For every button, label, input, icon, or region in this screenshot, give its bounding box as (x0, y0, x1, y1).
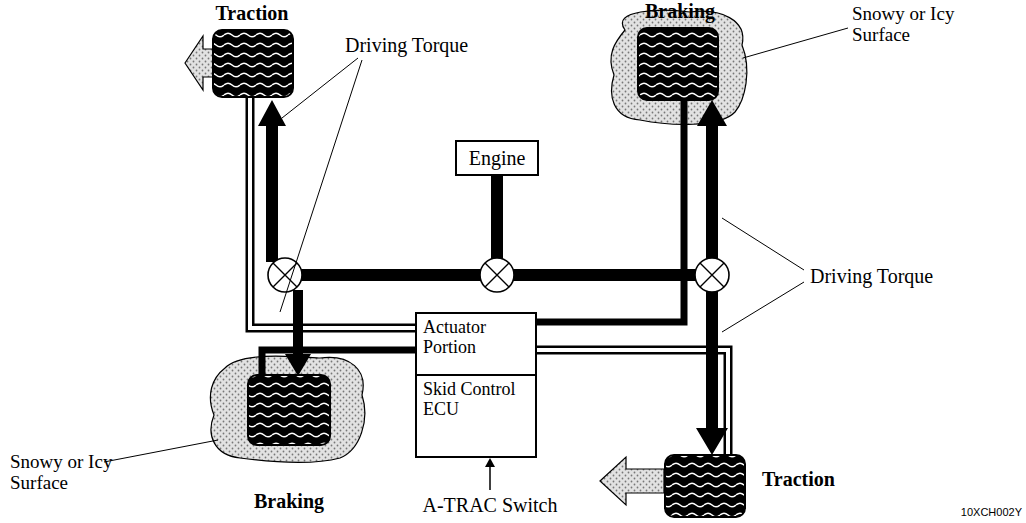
wheel-state: Traction (192, 2, 312, 24)
traction-arrow (185, 36, 213, 90)
icy-surface (611, 10, 747, 124)
ecu-label: Skid Control ECU (417, 374, 535, 456)
leader-line (104, 440, 218, 462)
differential (268, 258, 302, 292)
switch-arrow (489, 466, 491, 490)
ecu-box: Actuator PortionSkid Control ECU (415, 312, 537, 458)
traction-arrow (600, 457, 664, 505)
actuator-label: Actuator Portion (417, 314, 535, 374)
differential (695, 258, 729, 292)
torque-arrow (285, 290, 311, 376)
icy-surface (210, 356, 364, 463)
tire (665, 455, 745, 517)
brake-line (250, 97, 416, 328)
surface-label: Snowy or Icy Surface (852, 4, 972, 46)
switch-arrowhead (485, 458, 495, 467)
leader-line (280, 58, 362, 312)
brake-line (262, 350, 416, 375)
differential (480, 258, 514, 292)
leader-line (722, 218, 804, 332)
brake-line (250, 97, 416, 328)
tire (213, 30, 293, 97)
wheel-state: Traction (762, 468, 882, 490)
box-label: Engine (457, 142, 538, 174)
tire (248, 375, 330, 445)
wheel-state: Braking (620, 0, 740, 22)
tire (638, 28, 718, 100)
torque-label: Driving Torque (345, 34, 505, 56)
torque-arrow (696, 290, 728, 455)
torque-arrow (697, 100, 727, 262)
brake-line (536, 350, 728, 455)
engine-box: Engine (455, 140, 540, 176)
switch-label: A-TRAC Switch (400, 494, 580, 516)
brake-line (536, 100, 684, 322)
figure-code: 10XCH002Y (950, 506, 1022, 518)
leader-line (743, 28, 848, 58)
brake-line (536, 350, 728, 455)
torque-label: Driving Torque (810, 265, 980, 287)
torque-arrow (258, 100, 286, 262)
surface-label: Snowy or Icy Surface (10, 452, 125, 494)
wheel-state: Braking (229, 490, 349, 512)
